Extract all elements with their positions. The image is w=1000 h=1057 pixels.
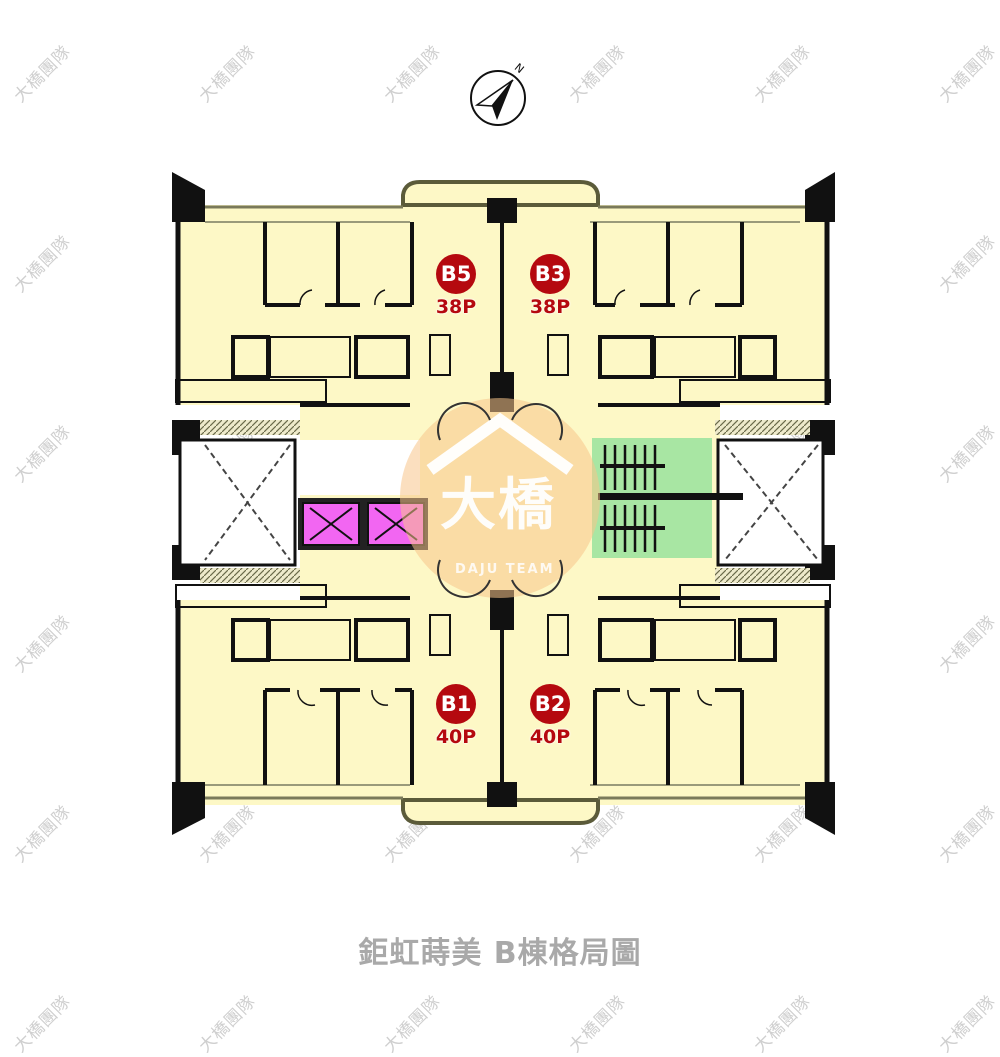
unit-ping-count: 38P: [529, 296, 571, 318]
floor-plan: [172, 70, 835, 835]
unit-label: B2: [530, 684, 570, 724]
unit-badge-b2: B2 40P: [528, 684, 572, 748]
unit-label: B1: [436, 684, 476, 724]
stairwells: [592, 438, 743, 558]
logo-watermark-text: 大橋: [440, 473, 556, 538]
columns: [172, 172, 835, 835]
unit-ping-count: 40P: [435, 726, 477, 748]
rooms-b3: [593, 222, 831, 403]
exterior-walls: [175, 205, 830, 805]
north-arrow-icon: [470, 70, 526, 126]
light-wells: [178, 420, 825, 583]
unit-badge-b3: B3 38P: [528, 254, 572, 318]
unit-ping-count: 38P: [435, 296, 477, 318]
logo-circle: [400, 398, 600, 598]
unit-label: B3: [530, 254, 570, 294]
logo-roof-icon: [426, 412, 574, 475]
unit-badge-b5: B5 38P: [434, 254, 478, 318]
lobby-arcs: [437, 402, 563, 598]
dining-tables: [429, 334, 569, 656]
unit-ping-count: 40P: [529, 726, 571, 748]
unit-badge-b1: B1 40P: [434, 684, 478, 748]
party-walls: [300, 222, 720, 782]
rooms-b2: [593, 584, 831, 785]
rooms-b1: [175, 584, 414, 785]
logo-watermark-subtext: DAJU TEAM: [455, 562, 555, 577]
rooms-b5: [175, 222, 414, 403]
unit-label: B5: [436, 254, 476, 294]
plan-title: 鉅虹蒔美 B棟格局圖: [358, 936, 642, 971]
